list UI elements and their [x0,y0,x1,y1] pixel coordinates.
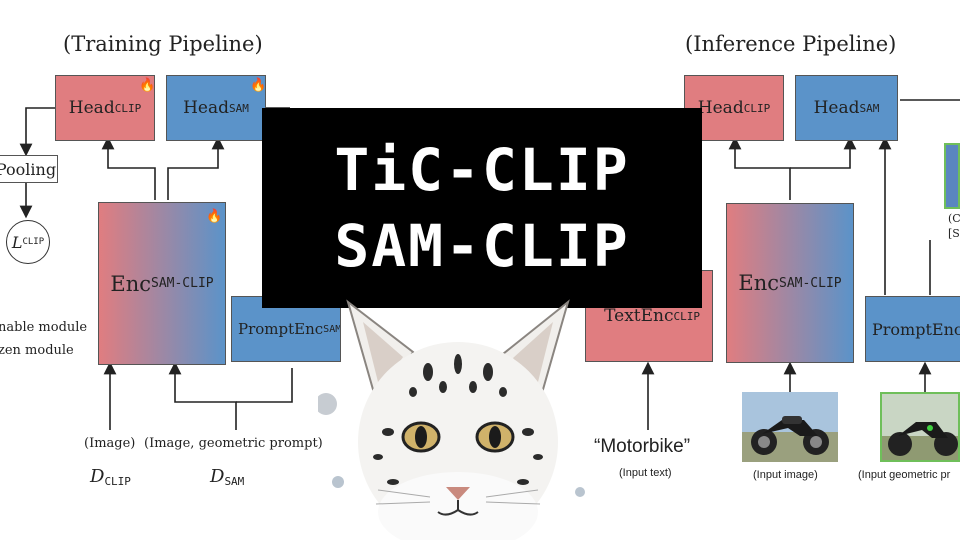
training-head-sam-label: Head [183,98,230,118]
dataset-clip-label: D [90,466,105,487]
training-head-clip-sub: CLIP [114,101,142,115]
right-cut-text-1: (C [948,212,960,225]
legend-frozen: zen module [0,343,74,358]
training-head-sam-sub: SAM [229,101,249,115]
dataset-clip-sub: CLIP [104,475,131,488]
title-line-1: TiC-CLIP [334,136,630,204]
title-line-2: SAM-CLIP [334,212,630,280]
training-encoder-sub: SAM-CLIP [151,276,214,291]
input-image-label: (Image) [84,436,136,451]
title-banner: TiC-CLIP SAM-CLIP [262,108,702,308]
training-encoder-label: Enc [110,271,151,296]
inference-prompt-enc-label: PromptEnc [872,319,960,339]
output-image-partial [944,143,960,209]
cat-illustration [315,282,613,544]
input-geometric-caption: (Input geometric pr [858,469,951,481]
fire-icon: 🔥 [139,78,156,93]
input-image-caption: (Input image) [753,469,818,481]
inference-encoder-label: Enc [738,271,779,295]
inference-encoder-sub: SAM-CLIP [779,275,842,291]
dataset-sam-label: D [210,466,225,487]
fire-icon: 🔥 [250,78,267,93]
loss-sub: CLIP [22,237,45,247]
training-pipeline-heading: (Training Pipeline) [63,32,263,56]
inference-text-enc-label: TextEnc [604,306,674,326]
inference-prompt-enc: PromptEnc [865,296,960,362]
dataset-sam-sub: SAM [224,475,245,488]
loss-label: L [11,232,23,252]
inference-head-sam-sub: SAM [859,101,880,115]
fire-icon: 🔥 [206,209,223,224]
training-prompt-enc-label: PromptEnc [238,320,324,338]
inference-head-sam-label: Head [813,98,860,118]
inference-pipeline-heading: (Inference Pipeline) [685,32,897,56]
dataset-sam: DSAM [210,466,244,488]
training-head-clip-label: Head [68,98,115,118]
input-image-geo-label: (Image, geometric prompt) [144,436,323,451]
pooling-label: Pooling [0,159,57,179]
inference-text-enc-sub: CLIP [673,309,701,323]
right-cut-text-2: [S [948,227,960,240]
inference-head-clip-sub: CLIP [743,101,771,115]
motorbike-text-input: “Motorbike” [594,436,691,457]
training-prompt-enc-sub: SAM [323,323,341,335]
inference-head-clip-label: Head [697,98,744,118]
legend-trainable: nable module [0,320,88,335]
dataset-clip: DCLIP [90,466,131,488]
motorbike-geometric-image [880,392,960,462]
pooling-box: Pooling [0,155,58,183]
motorbike-image [742,392,838,462]
input-text-caption: (Input text) [619,467,672,479]
